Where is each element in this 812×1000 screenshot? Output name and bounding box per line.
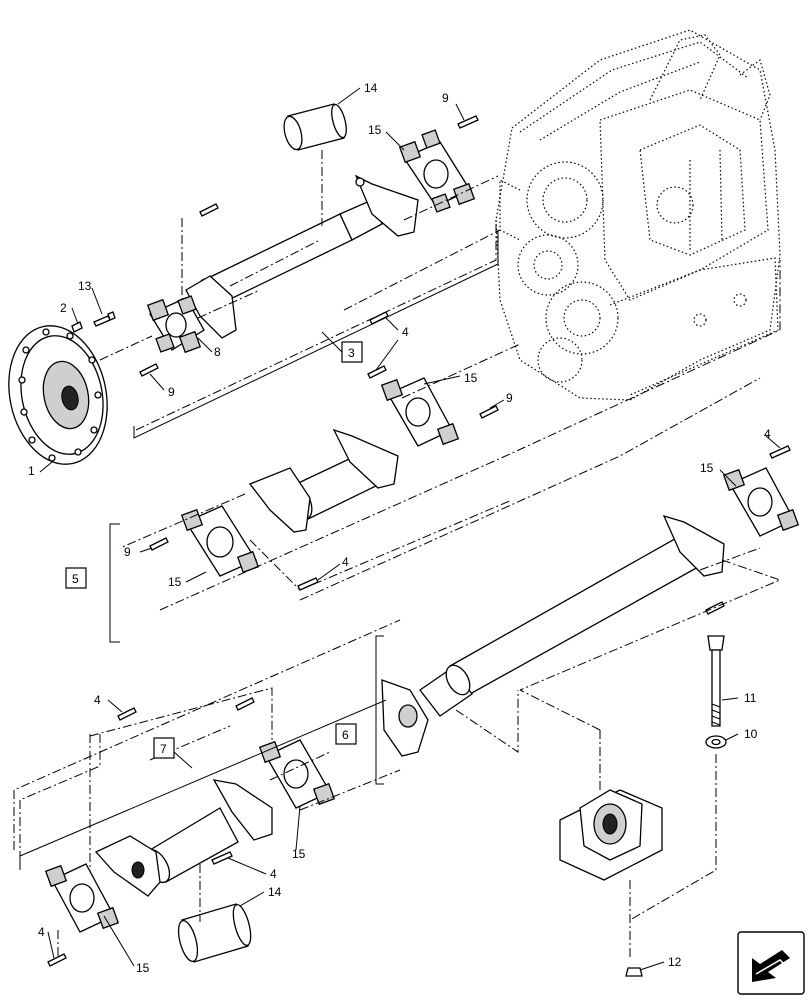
protective-sleeve-14-bottom (177, 903, 252, 963)
pillow-block-bearing (559, 789, 663, 881)
assembly-label-3: 3 (348, 346, 355, 360)
drive-shaft-3 (185, 174, 419, 339)
previous-page-arrow-icon[interactable] (737, 931, 805, 995)
callout-12: 12 (668, 955, 682, 969)
callout-15-top: 15 (368, 123, 382, 137)
callout-9-top: 9 (442, 91, 449, 105)
bolt-2 (71, 321, 83, 333)
drive-shaft-7 (94, 779, 273, 897)
bolt-9-mid-left (139, 363, 159, 377)
bolt-9-mid-right (479, 405, 499, 419)
assembly-box-5: 5 (65, 567, 87, 589)
universal-joint-15-lower-right (258, 739, 336, 809)
bolt-misc-lower (235, 697, 255, 711)
callout-2: 2 (60, 301, 67, 315)
callout-10: 10 (744, 727, 758, 741)
assembly-bracket-6 (375, 635, 384, 785)
callout-9-mid-right: 9 (506, 391, 513, 405)
nut-12 (625, 967, 643, 977)
assembly-box-7: 7 (153, 737, 175, 759)
universal-joint-15-right (722, 467, 800, 537)
transmission-housing (495, 29, 781, 401)
callout-11: 11 (744, 691, 757, 705)
callout-15-mid: 15 (464, 371, 478, 385)
leader-lines (39, 87, 781, 971)
callout-4-lower: 4 (270, 867, 277, 881)
callout-15-mid-left: 15 (168, 575, 182, 589)
bolt-13 (93, 311, 116, 327)
assembly-bracket-7 (19, 699, 387, 870)
assembly-label-6: 6 (342, 728, 349, 742)
callout-1: 1 (28, 464, 35, 478)
callout-14-bottom: 14 (268, 885, 282, 899)
callout-4-lower-left: 4 (94, 693, 101, 707)
universal-joint-15-mid-left (180, 505, 260, 577)
bolt-4-bottom (47, 953, 67, 967)
callout-4-right: 4 (764, 427, 771, 441)
assembly-bracket-3 (133, 230, 499, 439)
callout-13: 13 (78, 279, 92, 293)
bolt-4-pair-lower (367, 365, 387, 379)
callout-4-top: 4 (402, 325, 409, 339)
universal-joint-15-top (398, 129, 476, 213)
assembly-box-6: 6 (335, 723, 357, 745)
callout-labels: 1 2 13 8 9 14 15 9 4 15 9 9 15 4 4 15 11… (28, 81, 771, 975)
bolt-9-top (457, 115, 479, 129)
bolt-misc-top (199, 203, 219, 217)
washer-10 (705, 735, 727, 749)
flywheel-coupling-plate (8, 325, 108, 465)
assembly-box-3: 3 (341, 341, 363, 363)
universal-joint-8 (146, 295, 205, 354)
callout-15-bottom: 15 (136, 961, 150, 975)
protective-sleeve-14-top (283, 103, 347, 151)
bolt-9-mid-lower (149, 537, 169, 551)
callout-8: 8 (214, 345, 221, 359)
bolt-4-right (769, 445, 791, 459)
callout-9-left: 9 (168, 385, 175, 399)
universal-joint-15-mid-right (380, 377, 460, 447)
assembly-bracket-5 (109, 523, 120, 643)
long-bolt-11 (707, 635, 725, 727)
callout-4-bottom: 4 (38, 925, 45, 939)
callout-14-top: 14 (364, 81, 378, 95)
bolt-4-lower-left (117, 707, 137, 721)
callout-15-right: 15 (700, 461, 714, 475)
drive-shaft-5 (248, 428, 399, 533)
universal-joint-15-lower-left (44, 863, 120, 933)
callout-9-mid-left: 9 (124, 545, 131, 559)
callout-4-mid: 4 (342, 555, 349, 569)
bolt-4-pair-upper (369, 311, 389, 325)
assembly-label-5: 5 (72, 572, 79, 586)
assembly-label-7: 7 (160, 742, 167, 756)
callout-15-lower: 15 (292, 847, 306, 861)
centerlines (13, 150, 782, 960)
bolt-4-lower-mid (211, 851, 233, 865)
drive-shaft-6 (381, 514, 725, 757)
